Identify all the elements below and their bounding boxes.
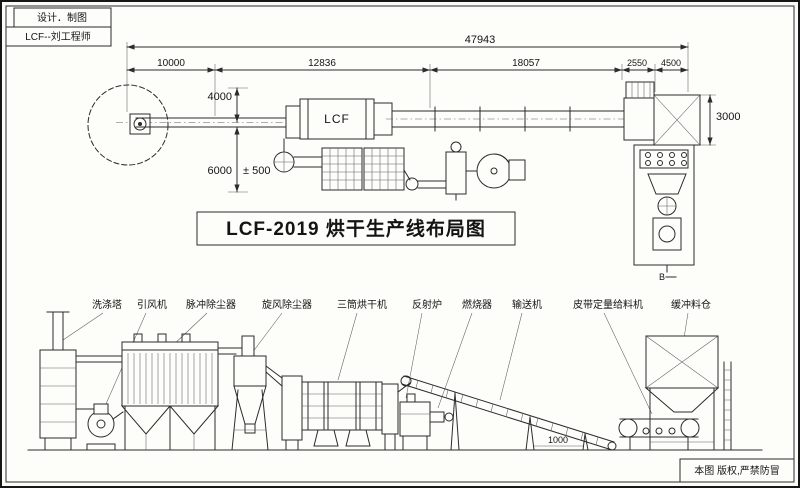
- triple-drum-dryer: [301, 381, 411, 451]
- reverberatory-furnace: [399, 393, 431, 451]
- label-pulse-dust-collector: 脉冲除尘器: [186, 298, 236, 311]
- dimension-6000: 6000 ± 500: [208, 126, 270, 193]
- drawing-title: LCF-2019 烘干生产线布局图: [196, 211, 516, 246]
- dimension-3000: 3000: [700, 94, 740, 146]
- label-washing-tower: 洗涤塔: [92, 298, 122, 311]
- label-burner: 燃烧器: [462, 298, 492, 311]
- plan-view: LCF: [87, 81, 701, 166]
- label-draft-fan: 引风机: [137, 298, 167, 311]
- elevator-casing: [633, 144, 695, 266]
- dim-seg4: 2550: [627, 58, 647, 68]
- ladder: [723, 361, 732, 451]
- fan-motor-plan: [508, 159, 526, 181]
- title-box: [196, 211, 516, 246]
- designer-label: 设计．制图: [37, 11, 87, 24]
- label-triple-drum-dryer: 三筒烘干机: [337, 298, 387, 311]
- copyright-block: 本图 版权,严禁防冒: [679, 458, 795, 483]
- copyright-text: 本图 版权,严禁防冒: [694, 464, 780, 477]
- dim-seg3: 18057: [512, 58, 540, 69]
- inclined-conveyor: [400, 375, 617, 451]
- drive-station: [285, 105, 301, 139]
- elevator-front-view: B: [633, 144, 695, 282]
- engineer-box: [5, 26, 112, 47]
- cyclone-plan: [445, 151, 467, 195]
- engineer-label: LCF--刘工程师: [25, 30, 91, 43]
- dim-tolerance: ± 500: [243, 165, 270, 177]
- dim-total: 47943: [465, 34, 496, 46]
- label-buffer-silo: 缓冲料仓: [671, 298, 711, 311]
- label-cyclone-dust-collector: 旋风除尘器: [262, 298, 312, 311]
- dust-collector-plan-a: [321, 147, 363, 191]
- dim-1000: 1000: [548, 435, 568, 445]
- elevator-boot: [652, 217, 682, 251]
- elevator-head: [639, 149, 689, 169]
- dim-3000: 3000: [716, 111, 740, 123]
- dimensions-top: 47943 10000 12836 18057 2550 4500: [126, 34, 689, 116]
- dimension-1000: 1000: [534, 435, 583, 447]
- plan-view-lower: [273, 138, 526, 201]
- dim-4000: 4000: [208, 91, 232, 103]
- drum-body: [299, 98, 375, 140]
- label-conveyor: 输送机: [512, 298, 542, 311]
- dim-seg5: 4500: [661, 58, 681, 68]
- elevator-hopper: [647, 173, 687, 195]
- elevator-head-plan: [625, 81, 655, 99]
- section-mark: B: [659, 272, 665, 282]
- washing-tower: [39, 311, 123, 451]
- label-belt-feeder: 皮带定量给料机: [573, 298, 643, 311]
- dim-6000: 6000: [208, 165, 232, 177]
- title-block: 设计．制图 LCF--刘工程师: [5, 7, 112, 47]
- transfer-box: [623, 97, 655, 141]
- pulse-dust-collector: [120, 333, 220, 451]
- copyright-box: [679, 458, 795, 483]
- turning-circle: [87, 84, 169, 166]
- dim-seg2: 12836: [308, 58, 336, 69]
- elevation-view: 1000: [27, 311, 763, 451]
- dim-seg1: 10000: [157, 58, 185, 69]
- buffer-silo: [644, 335, 720, 451]
- belt-feeder: [618, 418, 700, 451]
- induced-draft-fan: [75, 403, 124, 451]
- dimension-4000: 4000: [208, 87, 248, 123]
- cyclone-dust-collector: [217, 335, 269, 451]
- dryer-discharge-hood: [265, 365, 303, 451]
- drum-label: LCF: [324, 112, 350, 126]
- equipment-labels: 洗涤塔 引风机 脉冲除尘器 旋风除尘器 三筒烘干机 反射炉 燃烧器 输送机 皮带…: [59, 298, 711, 415]
- label-reverberatory-furnace: 反射炉: [412, 299, 442, 311]
- dust-collector-plan-b: [363, 147, 405, 191]
- drawing-title-text: LCF-2019 烘干生产线布局图: [226, 217, 486, 240]
